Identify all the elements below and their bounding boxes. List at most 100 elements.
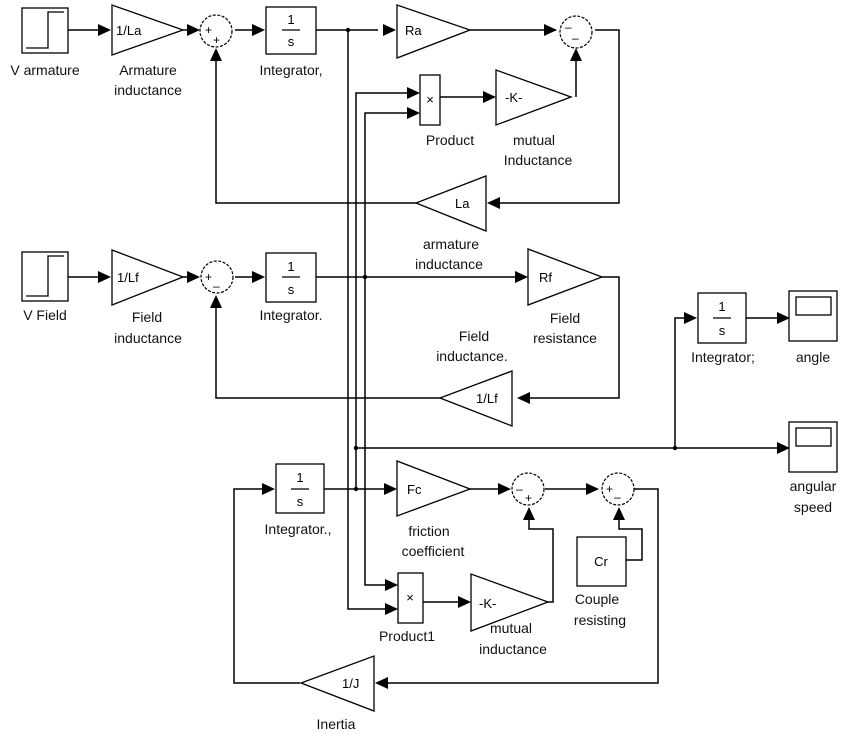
gain-block-rf[interactable]: Rf Field resistance bbox=[527, 248, 604, 346]
arrow-icon bbox=[187, 24, 200, 36]
arrow-icon bbox=[515, 271, 528, 283]
block-label: inductance bbox=[114, 330, 182, 346]
block-label: Field bbox=[550, 310, 580, 326]
arrowheads bbox=[98, 24, 790, 689]
wire-rf-to-1lffb bbox=[528, 276, 620, 399]
arrow-icon bbox=[252, 271, 265, 283]
block-label: inductance bbox=[415, 256, 483, 272]
block-label: Integrator; bbox=[691, 349, 755, 365]
block-text: 1/J bbox=[342, 676, 359, 691]
junction-dot bbox=[362, 274, 368, 280]
block-den: s bbox=[288, 34, 295, 49]
gain-block-1-j[interactable]: 1/J Inertia bbox=[299, 655, 375, 732]
sum-block-field[interactable]: + – bbox=[200, 260, 234, 294]
scope-block-angle[interactable]: angle bbox=[788, 290, 838, 365]
step-block-v-field[interactable]: V Field bbox=[21, 251, 69, 323]
arrow-icon bbox=[483, 91, 496, 103]
wire-if-to-product1 bbox=[364, 277, 388, 586]
integrator-block-field[interactable]: 1 s Integrator. bbox=[259, 252, 323, 323]
arrow-icon bbox=[383, 24, 396, 36]
arrow-icon bbox=[210, 48, 222, 61]
wire-1lffb-to-sumf bbox=[215, 302, 440, 399]
product-block[interactable]: × Product bbox=[419, 74, 474, 148]
block-label: mutual bbox=[513, 132, 555, 148]
wire-la-to-suma1 bbox=[215, 56, 416, 204]
product1-block[interactable]: × Product1 bbox=[379, 572, 435, 644]
sum-sign: – bbox=[614, 490, 621, 504]
arrow-icon bbox=[487, 197, 500, 209]
block-label: Integrator, bbox=[259, 62, 322, 78]
block-text: 1/La bbox=[116, 23, 142, 38]
block-label: Inertia bbox=[317, 716, 356, 732]
integrator-block-speed[interactable]: 1 s Integrator., bbox=[265, 463, 332, 537]
junction-dot bbox=[672, 445, 678, 451]
gain-block-fc[interactable]: Fc friction coefficient bbox=[396, 460, 472, 559]
wire-summ2-to-1j bbox=[386, 488, 659, 684]
block-text: Fc bbox=[407, 482, 422, 497]
integrator-block-armature[interactable]: 1 s Integrator, bbox=[259, 6, 323, 78]
wire-suma2-to-la bbox=[496, 29, 620, 204]
block-label: speed bbox=[794, 499, 832, 515]
constant-block-cr[interactable]: Cr Couple resisting bbox=[574, 536, 627, 628]
junction-dot bbox=[353, 486, 359, 492]
arrow-icon bbox=[498, 483, 511, 495]
gain-block-la-feedback[interactable]: La armature inductance bbox=[414, 175, 487, 272]
sum-block-mech-1[interactable]: – + bbox=[511, 472, 545, 506]
arrow-icon bbox=[407, 87, 420, 99]
sum-block-mech-2[interactable]: + – bbox=[601, 472, 635, 506]
step-icon bbox=[26, 255, 64, 297]
block-num: 1 bbox=[287, 259, 294, 274]
block-label: resistance bbox=[533, 330, 597, 346]
block-label: Integrator. bbox=[259, 307, 322, 323]
sum-sign: + bbox=[205, 270, 212, 284]
arrow-icon bbox=[407, 107, 420, 119]
step-block-v-armature[interactable]: V armature bbox=[10, 7, 80, 78]
block-label: Field bbox=[459, 328, 489, 344]
arrow-icon bbox=[384, 483, 397, 495]
arrow-icon bbox=[517, 392, 530, 404]
block-label: V armature bbox=[10, 62, 79, 78]
sum-block-armature-1[interactable]: + + bbox=[199, 14, 233, 48]
block-label: armature bbox=[423, 236, 479, 252]
gain-block-mutual-inductance-2[interactable]: -K- mutual inductance bbox=[470, 573, 550, 657]
wire-if-to-product bbox=[364, 112, 410, 277]
sum-sign: + bbox=[606, 482, 613, 496]
scope-screen-icon bbox=[795, 296, 832, 316]
arrow-icon bbox=[570, 48, 582, 61]
block-label: Inductance bbox=[504, 152, 573, 168]
block-label: mutual bbox=[490, 620, 532, 636]
arrow-icon bbox=[385, 603, 398, 615]
junction-dot bbox=[345, 27, 351, 33]
junction-dot bbox=[353, 445, 359, 451]
scope-block-angular-speed[interactable]: angular speed bbox=[788, 421, 838, 515]
gain-block-ra[interactable]: Ra bbox=[396, 4, 472, 59]
block-num: 1 bbox=[718, 299, 725, 314]
arrow-icon bbox=[523, 507, 535, 520]
block-label: resisting bbox=[574, 612, 626, 628]
block-label: Couple bbox=[575, 591, 620, 607]
block-label: angular bbox=[790, 478, 837, 494]
block-text: Cr bbox=[594, 554, 608, 569]
block-label: inductance bbox=[114, 82, 182, 98]
block-den: s bbox=[297, 494, 304, 509]
gain-block-1-la[interactable]: 1/La Armature inductance bbox=[111, 4, 185, 98]
block-den: s bbox=[719, 323, 726, 338]
block-label: Field bbox=[132, 309, 162, 325]
block-label: Product1 bbox=[379, 628, 435, 644]
arrow-icon bbox=[252, 24, 265, 36]
gain-block-1-lf-feedback[interactable]: 1/Lf Field inductance. bbox=[436, 328, 513, 427]
gain-block-1-lf[interactable]: 1/Lf Field inductance bbox=[111, 249, 185, 346]
junctions bbox=[345, 27, 678, 492]
sum-sign: – bbox=[213, 279, 220, 293]
sum-sign: – bbox=[516, 482, 523, 496]
wire-cr-to-summ2 bbox=[618, 514, 643, 561]
integrator-block-angle[interactable]: 1 s Integrator; bbox=[691, 292, 755, 365]
arrow-icon bbox=[98, 24, 111, 36]
block-text: -K- bbox=[479, 596, 496, 611]
sum-block-armature-2[interactable]: – – bbox=[559, 15, 593, 49]
gain-block-mutual-inductance-1[interactable]: -K- mutual Inductance bbox=[495, 69, 573, 168]
block-text: -K- bbox=[505, 90, 522, 105]
arrow-icon bbox=[385, 579, 398, 591]
block-text: 1/Lf bbox=[117, 270, 139, 285]
